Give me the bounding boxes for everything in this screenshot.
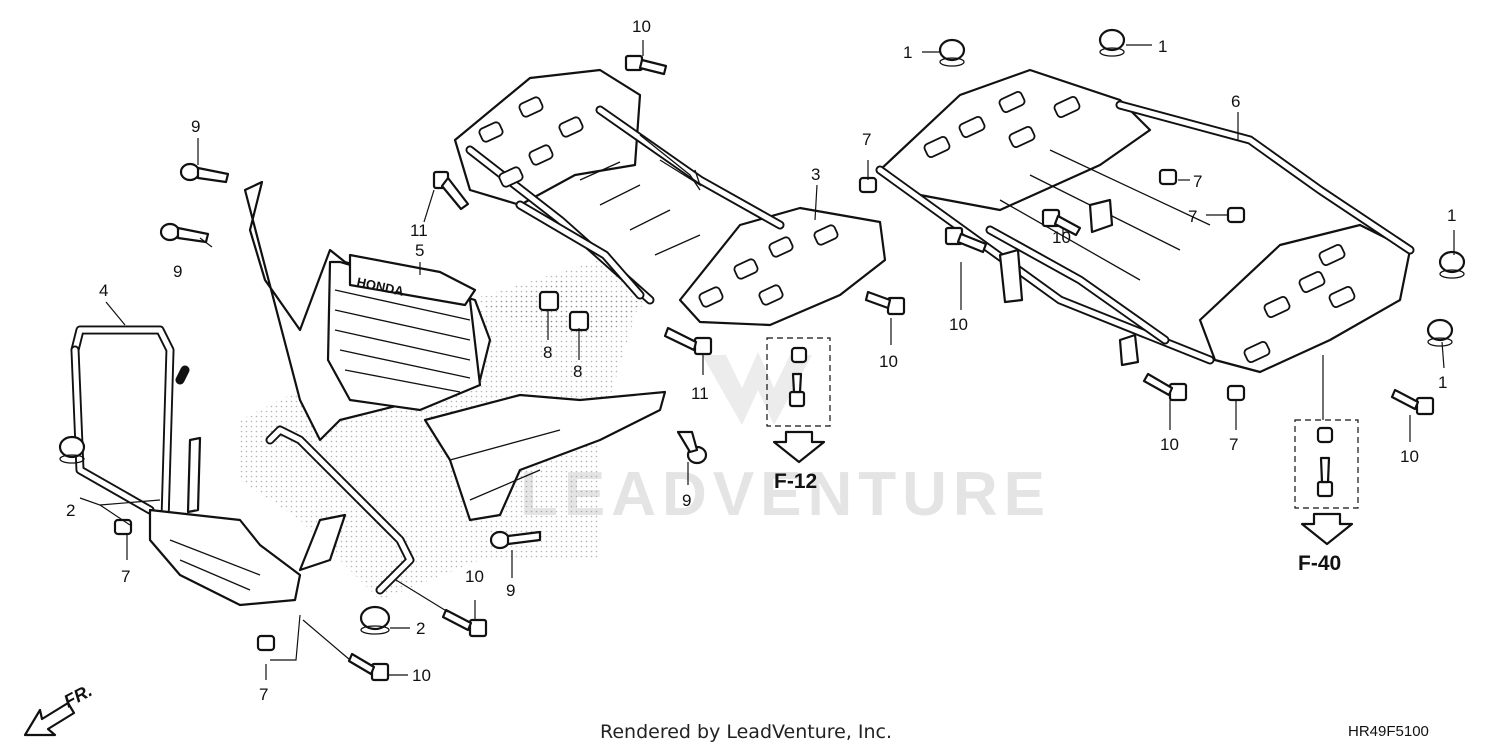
flange-nut-icon [256, 634, 276, 652]
callout-7c: 7 [1188, 207, 1197, 226]
down-arrow-icon [1300, 512, 1354, 546]
callout-2b: 2 [416, 619, 425, 638]
flange-nut-icon [113, 518, 133, 536]
flange-nut-icon [1226, 384, 1246, 402]
flange-nut-icon [538, 290, 560, 312]
callout-6: 6 [1231, 92, 1240, 111]
callout-9b: 9 [173, 262, 182, 281]
bolt-icon [624, 54, 668, 76]
bolt-icon [1390, 388, 1435, 416]
front-carrier-part-3 [453, 68, 887, 327]
grommet-icon [58, 435, 86, 464]
grommet-icon [938, 38, 966, 67]
callout-10b: 10 [1052, 228, 1071, 247]
ref-box-f12 [766, 337, 831, 427]
push-clip-icon [489, 530, 542, 550]
callout-2a: 2 [66, 501, 75, 520]
bolt-icon [663, 326, 713, 356]
flange-nut-icon [1316, 426, 1334, 444]
callout-9a: 9 [191, 117, 200, 136]
bolt-icon [864, 290, 906, 316]
grommet-icon [359, 605, 391, 635]
bolt-icon [788, 372, 806, 408]
flange-nut-icon [1226, 206, 1246, 224]
flange-nut-icon [858, 176, 878, 194]
watermark: LEADVENTURE [520, 352, 1051, 529]
watermark-text: LEADVENTURE [520, 460, 1051, 529]
callout-4: 4 [99, 281, 108, 300]
leader-lines [79, 40, 1455, 680]
callout-7a: 7 [862, 130, 871, 149]
callout-9c: 9 [682, 491, 691, 510]
grommet-icon [1426, 318, 1454, 347]
callout-10e: 10 [1160, 435, 1179, 454]
grommet-icon [1098, 28, 1126, 57]
callout-8a: 8 [543, 343, 552, 362]
down-arrow-icon [772, 430, 826, 464]
bolt-icon [441, 608, 488, 638]
callout-7b: 7 [1193, 172, 1202, 191]
flange-nut-icon [790, 346, 808, 364]
bolt-icon [1142, 372, 1188, 402]
callout-5: 5 [415, 241, 424, 260]
flange-nut-icon [1158, 168, 1178, 186]
callout-10g: 10 [465, 567, 484, 586]
rear-carrier-part-6 [875, 68, 1415, 374]
front-arrow-icon [23, 701, 76, 737]
callout-10f: 10 [1400, 447, 1419, 466]
bolt-icon [944, 226, 988, 254]
callout-11b: 11 [691, 384, 709, 403]
front-bumper-part-4 [70, 325, 415, 607]
callout-3: 3 [811, 165, 820, 184]
callout-1b: 1 [1158, 37, 1167, 56]
bolt-icon [347, 652, 390, 682]
callout-7d: 7 [1229, 435, 1238, 454]
bolt-icon [1041, 208, 1082, 237]
front-grille-part-5: HONDA [243, 180, 667, 522]
callout-10c: 10 [879, 352, 898, 371]
fasteners [58, 28, 1466, 682]
callout-7e: 7 [121, 567, 130, 586]
callout-11a: 11 [410, 221, 428, 240]
callout-1a: 1 [903, 43, 912, 62]
footer-credit: Rendered by LeadVenture, Inc. [600, 721, 892, 743]
push-clip-icon [179, 162, 230, 184]
callout-10a: 10 [632, 17, 651, 36]
callouts: 10 1 1 6 9 9 3 7 7 7 11 5 10 1 4 8 8 10 … [66, 17, 1456, 704]
grommet-icon [1438, 250, 1466, 279]
diagram-code: HR49F5100 [1348, 723, 1429, 740]
callout-9d: 9 [506, 581, 515, 600]
callout-10h: 10 [412, 666, 431, 685]
callout-8b: 8 [573, 362, 582, 381]
callout-7f: 7 [259, 685, 268, 704]
push-clip-icon [676, 430, 708, 465]
ref-label-f12: F-12 [774, 470, 817, 493]
flange-nut-icon [568, 310, 590, 332]
callout-10d: 10 [949, 315, 968, 334]
ref-label-f40: F-40 [1298, 552, 1341, 575]
callout-1c: 1 [1447, 206, 1456, 225]
bolt-icon [432, 170, 470, 211]
bolt-icon [1316, 456, 1334, 498]
callout-1d: 1 [1438, 373, 1447, 392]
ref-box-f40 [1294, 419, 1359, 509]
